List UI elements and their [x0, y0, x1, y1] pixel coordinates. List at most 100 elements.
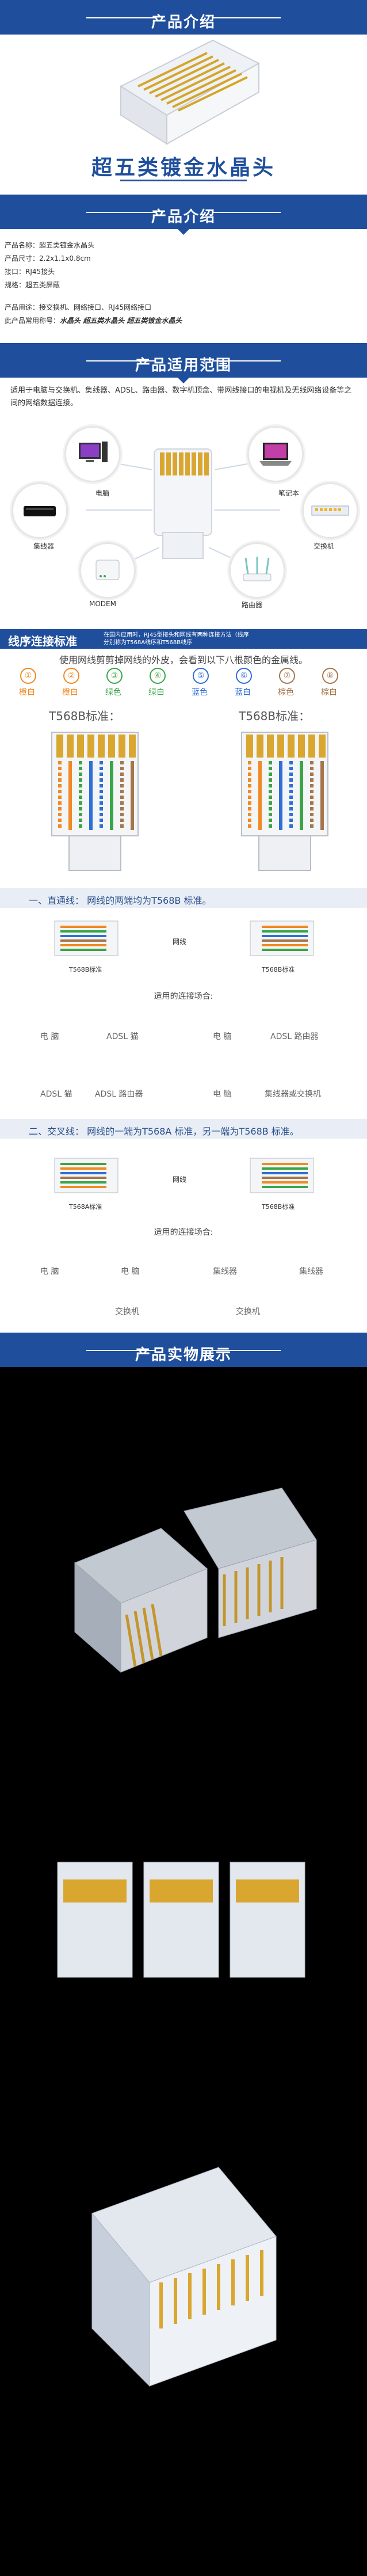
product-photo-3 — [91, 2167, 277, 2387]
banner-notch — [178, 229, 189, 235]
crossover-pair2-b: 集线器 — [299, 1267, 323, 1276]
device-hub — [12, 482, 68, 539]
wire-number-5: ⑤ — [193, 668, 209, 684]
wire-color-1: 橙白 — [19, 688, 35, 697]
hero-title: 超五类镀金水晶头 — [91, 156, 276, 180]
banner-line-left — [86, 1350, 155, 1351]
device-label-pc: 电脑 — [95, 489, 110, 497]
banner-line-left — [86, 212, 155, 213]
crossover-pair3-b: 交换机 — [236, 1307, 260, 1316]
crossover-left-label: T568A标准 — [69, 1203, 102, 1211]
straight-pair3-a: ADSL 猫 — [40, 1090, 72, 1099]
wiring-title: 线序连接标准 — [8, 634, 77, 648]
straight-heading: 一、直通线： 网线的两端均为T568B 标准。 — [29, 895, 212, 906]
t568b-diagram-left — [51, 732, 139, 871]
banner-line-left — [86, 360, 155, 362]
spec-name: 产品名称：超五类镀金水晶头 — [5, 241, 95, 249]
product-photo-2 — [57, 1862, 305, 1978]
wire-hub — [86, 509, 152, 511]
hero-underline — [120, 180, 247, 181]
device-label-laptop: 笔记本 — [278, 489, 300, 497]
crossover-right-label: T568B标准 — [262, 1203, 295, 1211]
straight-mid-label: 网线 — [173, 938, 187, 946]
wire-number-2: ② — [63, 668, 79, 684]
wire-color-2: 橙白 — [62, 688, 78, 697]
center-connector-image — [154, 448, 212, 559]
wiring-banner: 线序连接标准 在国内应用时，RJ45型接头和网线有两种连接方法（线序 分别称为T… — [0, 629, 367, 649]
straight-pair1-b: ADSL 猫 — [106, 1032, 139, 1041]
crossover-cable-right — [250, 1158, 314, 1193]
wire-number-3: ③ — [106, 668, 123, 684]
crossover-scene-title: 适用的连接场合: — [154, 1228, 213, 1237]
crossover-heading-bar: 二、交叉线： 网线的一端为T568A 标准，另一端为T568B 标准。 — [0, 1119, 367, 1139]
wire-color-legend: ① ② ③ ④ ⑤ ⑥ ⑦ ⑧ 橙白 橙白 绿色 绿白 蓝色 蓝白 棕色 棕白 — [0, 668, 367, 702]
straight-pair4-b: 集线器或交换机 — [265, 1090, 321, 1099]
laptop-icon — [259, 443, 292, 466]
t568b-diagram-right — [241, 732, 328, 871]
device-router — [229, 542, 285, 599]
wire-number-4: ④ — [150, 668, 166, 684]
crossover-pair1-a: 电 脑 — [40, 1267, 59, 1276]
device-pc — [64, 426, 121, 482]
spec-size: 产品尺寸：2.2x1.1x0.8cm — [5, 254, 91, 262]
photos-banner: 产品实物展示 — [0, 1333, 367, 1367]
wire-color-8: 棕白 — [321, 688, 337, 697]
specs-banner-title: 产品介绍 — [151, 208, 216, 226]
spec-alias: 此产品常用称号：水晶头 超五类水晶头 超五类镀金水晶头 — [5, 315, 182, 325]
wiring-instruction: 使用网线剪剪掉网线的外皮，会看到以下八根颜色的金属线。 — [59, 655, 308, 665]
spec-port: 接口：RJ45接头 — [5, 268, 55, 276]
straight-pair1-a: 电 脑 — [40, 1032, 59, 1041]
product-photos — [0, 1367, 367, 2576]
usage-paragraph: 适用于电脑与交换机、集线器、ADSL、路由器、数字机顶盒、带网线接口的电视机及无… — [10, 386, 352, 408]
straight-pair2-a: 电 脑 — [213, 1032, 232, 1041]
crossover-pair1-b: 电 脑 — [121, 1267, 140, 1276]
wiring-note-line1: 在国内应用时，RJ45型接头和网线有两种连接方法（线序 — [104, 632, 249, 638]
banner-line-right — [212, 1350, 281, 1351]
wiring-note-line2: 分别称为T568A线序和T568B线序 — [104, 640, 193, 646]
wiring-note: 在国内应用时，RJ45型接头和网线有两种连接方法（线序 分别称为T568A线序和… — [104, 631, 249, 646]
wire-color-6: 蓝白 — [235, 688, 251, 697]
straight-pair3-b: ADSL 路由器 — [95, 1090, 143, 1099]
device-switch — [302, 482, 358, 539]
straight-cable-left — [54, 920, 118, 956]
straight-pair4-a: 电 脑 — [213, 1090, 232, 1099]
modem-icon — [95, 560, 120, 580]
crossover-mid-label: 网线 — [173, 1175, 187, 1184]
banner-line-right — [212, 212, 281, 213]
usage-diagram: 电脑 笔记本 集线器 交换机 MODEM — [0, 414, 367, 610]
pc-icon — [79, 442, 108, 462]
wire-number-8: ⑧ — [322, 668, 338, 684]
crossover-pair3-a: 交换机 — [115, 1307, 139, 1316]
standard-label-left: T568B标准： — [49, 709, 121, 723]
photos-banner-title: 产品实物展示 — [135, 1346, 232, 1364]
banner-line-right — [212, 360, 281, 362]
straight-scene-title: 适用的连接场合: — [154, 992, 213, 1001]
crossover-pair2-a: 集线器 — [213, 1267, 237, 1276]
router-icon — [243, 557, 272, 581]
device-modem — [79, 542, 136, 599]
usage-banner: 产品适用范围 — [0, 343, 367, 383]
device-label-router: 路由器 — [242, 601, 263, 609]
switch-icon — [311, 505, 349, 516]
wire-color-4: 绿白 — [148, 688, 165, 697]
banner-line-right — [212, 17, 281, 18]
hub-icon — [24, 506, 56, 516]
intro-banner: 产品介绍 — [0, 0, 367, 35]
straight-cable-right — [250, 920, 314, 956]
spec-type: 规格：超五类屏蔽 — [5, 281, 60, 289]
crossover-cable-left — [54, 1158, 118, 1193]
wire-switch — [214, 509, 280, 511]
wire-color-5: 蓝色 — [192, 688, 208, 697]
specs-banner: 产品介绍 — [0, 195, 367, 235]
hero-connector-image — [119, 39, 261, 145]
straight-right-label: T568B标准 — [262, 966, 295, 973]
banner-line-left — [86, 17, 155, 18]
straight-heading-bar: 一、直通线： 网线的两端均为T568B 标准。 — [0, 888, 367, 908]
intro-banner-title: 产品介绍 — [151, 14, 216, 31]
spec-alias-prefix: 此产品常用称号： — [5, 317, 60, 325]
device-label-switch: 交换机 — [314, 542, 335, 550]
wire-color-7: 棕色 — [278, 688, 294, 697]
device-laptop — [247, 426, 304, 482]
wire-number-1: ① — [20, 668, 36, 684]
device-label-hub: 集线器 — [33, 542, 55, 550]
